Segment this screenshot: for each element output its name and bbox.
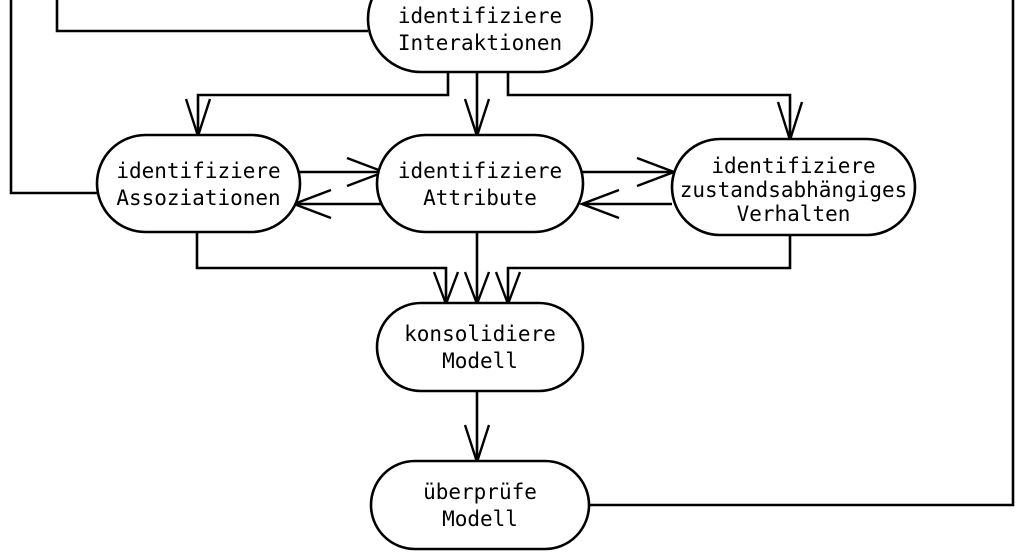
node-label-line-3: Verhalten bbox=[737, 202, 851, 226]
edge-verhalten-to-konsolidiere bbox=[494, 235, 792, 308]
node-shape bbox=[369, 459, 591, 551]
edge-interaktionen-to-assoziationen bbox=[184, 72, 450, 140]
edge-interaktionen-to-attribute bbox=[463, 72, 491, 140]
node-konsolidiere-modell[interactable]: konsolidiere Modell bbox=[375, 301, 585, 393]
node-shape bbox=[375, 301, 585, 393]
node-label-line-2: Attribute bbox=[423, 186, 537, 210]
edge-assoziationen-feedback-left bbox=[9, 0, 97, 195]
edge-path bbox=[506, 72, 792, 138]
node-label-line-2: Assoziationen bbox=[116, 186, 280, 210]
node-label-line-1: identifiziere bbox=[398, 4, 562, 28]
node-label-line-1: konsolidiere bbox=[404, 322, 556, 346]
node-identifiziere-interaktionen[interactable]: identifiziere Interaktionen bbox=[366, 0, 594, 74]
node-identifiziere-assoziationen[interactable]: identifiziere Assoziationen bbox=[95, 133, 302, 234]
edge-path bbox=[195, 232, 448, 302]
edge-attribute-to-konsolidiere bbox=[463, 232, 491, 308]
edge-interaktionen-feedback-left bbox=[55, 0, 368, 33]
node-label-line-1: identifiziere bbox=[116, 159, 280, 183]
node-shape bbox=[95, 133, 302, 234]
node-label-line-2: zustandsabhängiges bbox=[680, 178, 908, 202]
node-shape bbox=[670, 137, 917, 237]
node-label-line-1: identifiziere bbox=[711, 154, 875, 178]
node-shape bbox=[366, 0, 594, 74]
edge-attribute-to-assoziationen bbox=[290, 188, 382, 220]
node-label-line-1: überprüfe bbox=[423, 480, 537, 504]
edge-verhalten-to-attribute bbox=[578, 188, 672, 220]
node-shape bbox=[375, 133, 585, 234]
edge-attribute-to-verhalten bbox=[578, 156, 678, 188]
edge-konsolidiere-to-ueberpruefe bbox=[463, 391, 491, 466]
edge-path bbox=[506, 235, 792, 302]
arrow-head-icon bbox=[578, 188, 620, 220]
edge-ueberpruefe-feedback-right bbox=[589, 0, 1015, 507]
node-label-line-1: identifiziere bbox=[398, 159, 562, 183]
node-identifiziere-attribute[interactable]: identifiziere Attribute bbox=[375, 133, 585, 234]
edge-assoziationen-to-attribute bbox=[292, 156, 388, 188]
node-identifiziere-zustandsabhaengiges-verhalten[interactable]: identifiziere zustandsabhängiges Verhalt… bbox=[670, 137, 917, 237]
node-label-line-2: Modell bbox=[442, 507, 518, 531]
edge-path bbox=[55, 0, 368, 33]
edge-path bbox=[9, 0, 97, 195]
node-label-line-2: Modell bbox=[442, 349, 518, 373]
edge-path bbox=[196, 72, 450, 134]
node-label-line-2: Interaktionen bbox=[398, 31, 562, 55]
edge-interaktionen-to-verhalten bbox=[506, 72, 804, 144]
edge-assoziationen-to-konsolidiere bbox=[195, 232, 460, 308]
edge-path bbox=[589, 0, 1015, 507]
node-ueberpruefe-modell[interactable]: überprüfe Modell bbox=[369, 459, 591, 551]
